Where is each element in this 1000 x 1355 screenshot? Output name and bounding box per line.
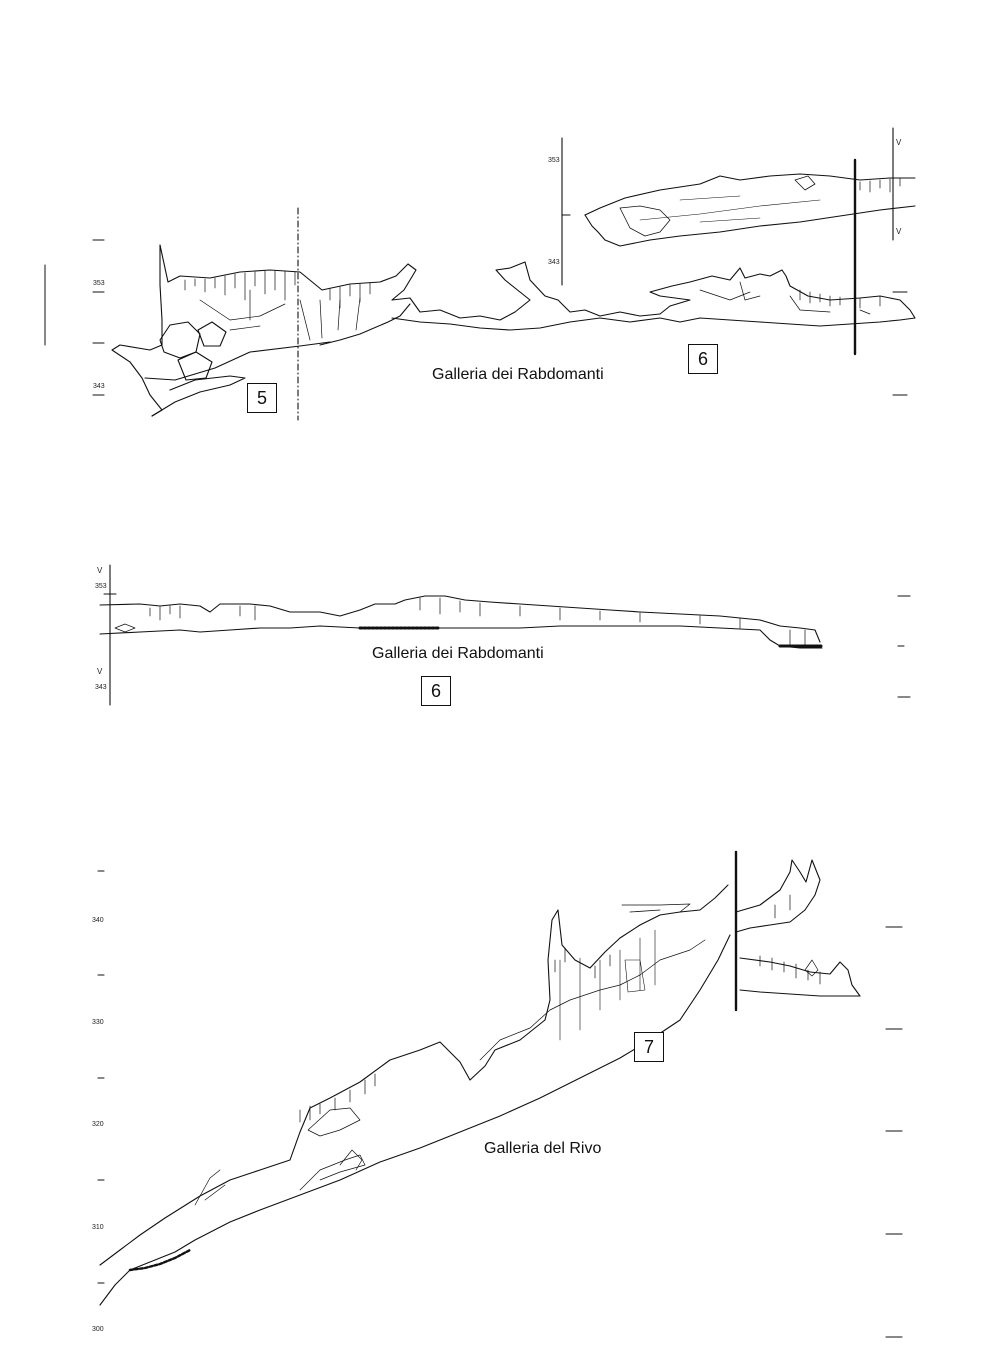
v-mark-middle-top: V [97,566,103,575]
profile-section-2 [99,564,911,706]
gallery-label-rabdomanti-middle: Galleria dei Rabdomanti [372,645,544,662]
scale-label-343-middle: 343 [95,684,107,691]
scale-label-340: 340 [92,917,104,924]
profile-section-1 [44,127,916,421]
gallery-label-rivo: Galleria del Rivo [484,1140,602,1157]
scale-label-330: 330 [92,1019,104,1026]
gallery-label-rabdomanti-top: Galleria dei Rabdomanti [432,366,604,383]
section-box-5: 5 [247,383,277,413]
scale-label-343-inset: 343 [548,259,560,266]
scale-label-353-inset: 353 [548,157,560,164]
v-mark-top: V [896,138,902,147]
scale-label-343-left: 343 [93,383,105,390]
section-box-6-middle: 6 [421,676,451,706]
scale-label-310: 310 [92,1224,104,1231]
profile-section-3 [97,850,903,1338]
scale-label-353-left: 353 [93,280,105,287]
scale-label-300: 300 [92,1326,104,1333]
scale-label-320: 320 [92,1121,104,1128]
scale-label-353-middle: 353 [95,583,107,590]
v-mark-bottom: V [896,227,902,236]
section-box-6-top: 6 [688,344,718,374]
section-box-7: 7 [634,1032,664,1062]
v-mark-middle-bottom: V [97,667,103,676]
